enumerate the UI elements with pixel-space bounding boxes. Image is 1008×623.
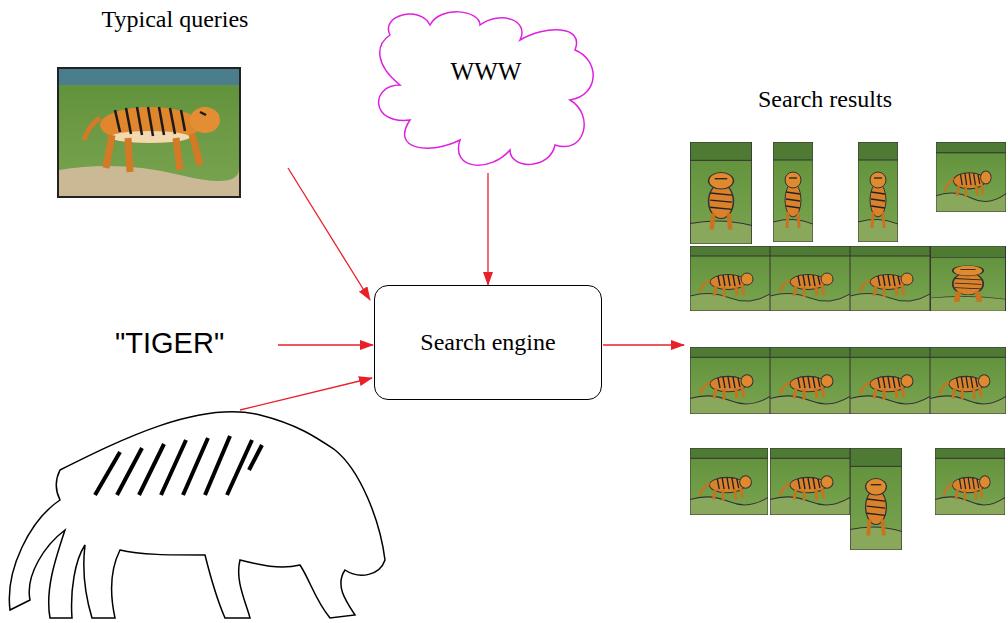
thumbnail xyxy=(930,246,1006,311)
tiger-sketch xyxy=(9,412,385,618)
thumbnail xyxy=(690,448,768,515)
cloud-outline xyxy=(370,5,602,173)
thumbnail xyxy=(690,246,770,311)
node-text: Search engine xyxy=(420,329,555,356)
thumbnail xyxy=(770,347,850,414)
cloud-path xyxy=(379,12,594,165)
result-arrow xyxy=(603,344,684,345)
connector-arrow xyxy=(487,173,488,285)
thumbnail xyxy=(935,448,1005,515)
thumbnail xyxy=(690,347,770,414)
thumbnail xyxy=(770,246,850,311)
thumbnail xyxy=(858,142,898,242)
photo-ground xyxy=(59,166,239,196)
query-arrow xyxy=(240,378,372,410)
node-text: WWW xyxy=(451,58,522,86)
section-heading: Search results xyxy=(758,86,892,113)
query-arrow xyxy=(288,168,370,300)
thumbnail xyxy=(850,448,902,550)
query-text: "TIGER" xyxy=(115,327,224,360)
thumbnail xyxy=(850,347,930,414)
photo-water xyxy=(59,69,239,85)
thumbnail xyxy=(773,142,813,242)
photo-tiger xyxy=(84,107,220,172)
thumbnail xyxy=(770,448,850,515)
tiger-photo xyxy=(58,68,240,197)
thumbnail xyxy=(930,347,1006,414)
sketch-stripes xyxy=(95,436,262,495)
thumbnail xyxy=(690,142,752,244)
process-box: Search engine xyxy=(374,285,602,400)
cloud-node: WWW xyxy=(370,5,602,173)
thumbnail xyxy=(936,142,1006,212)
photo-frame xyxy=(58,68,240,197)
result-thumbnails xyxy=(690,142,1006,550)
query-arrow xyxy=(278,344,373,345)
thumbnail xyxy=(850,246,930,311)
section-heading: Typical queries xyxy=(102,6,249,33)
sketch-outline xyxy=(9,412,385,618)
